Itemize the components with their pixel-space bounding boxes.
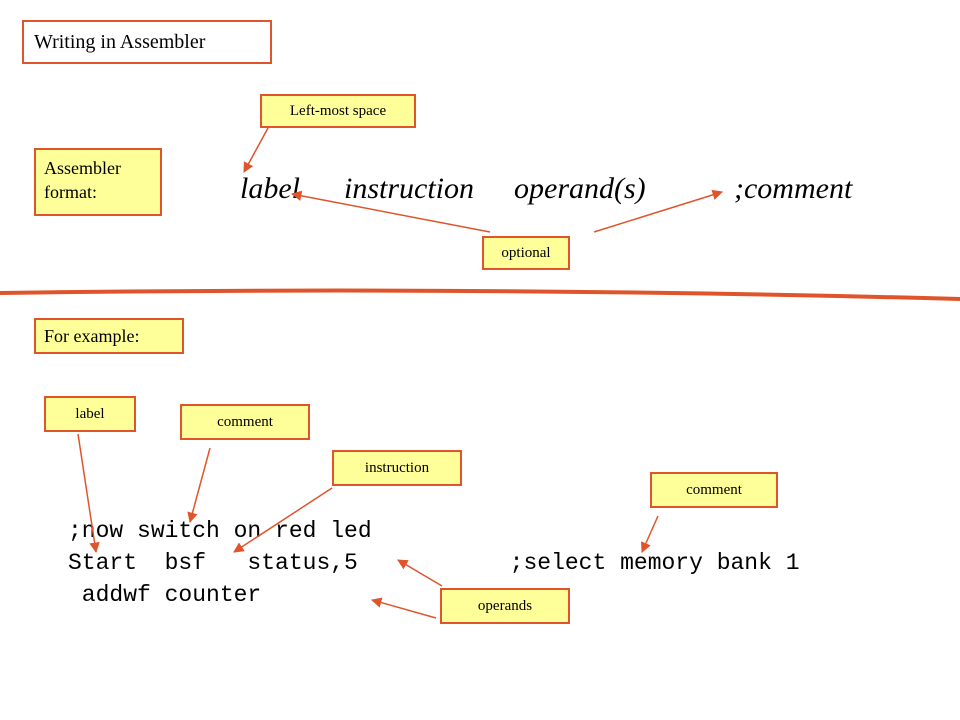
- for-example-text: For example:: [44, 325, 140, 346]
- page-title-text: Writing in Assembler: [34, 30, 206, 53]
- callout-comment-2: comment: [650, 472, 778, 508]
- arrow-operands-2: [370, 597, 437, 619]
- callout-comment-1-text: comment: [217, 413, 273, 430]
- callout-comment-1: comment: [180, 404, 310, 440]
- callout-leftmost-space: Left-most space: [260, 94, 416, 128]
- code-line-2: Start bsf status,5 ;select memory bank 1: [68, 550, 800, 576]
- callout-comment-2-text: comment: [686, 481, 742, 498]
- callout-optional: optional: [482, 236, 570, 270]
- arrow-comment-2: [641, 515, 659, 553]
- format-label-word: label: [240, 172, 300, 205]
- callout-instruction-text: instruction: [364, 459, 430, 476]
- assembler-format-label: Assembler format:: [34, 148, 162, 216]
- code-line-3: addwf counter: [68, 582, 262, 608]
- format-line: label instruction operand(s) ;comment: [240, 172, 852, 342]
- arrow-leftmost-space: [243, 127, 269, 173]
- code-line-1: ;now switch on red led: [68, 518, 372, 544]
- page-title: Writing in Assembler: [22, 20, 272, 64]
- callout-operands: operands: [440, 588, 570, 624]
- assembler-format-line2: format:: [44, 182, 97, 202]
- for-example-label: For example:: [34, 318, 184, 354]
- callout-operands-text: operands: [477, 597, 533, 614]
- format-operands-word: operand(s): [514, 172, 646, 205]
- callout-instruction: instruction: [332, 450, 462, 486]
- arrow-comment-1: [187, 447, 211, 524]
- callout-label-text: label: [75, 405, 105, 422]
- format-instruction-word: instruction: [344, 172, 475, 205]
- callout-label: label: [44, 396, 136, 432]
- callout-optional-text: optional: [501, 244, 551, 261]
- callout-leftmost-space-text: Left-most space: [289, 102, 387, 119]
- assembler-format-line1: Assembler: [44, 158, 121, 178]
- format-comment-word: ;comment: [734, 172, 853, 205]
